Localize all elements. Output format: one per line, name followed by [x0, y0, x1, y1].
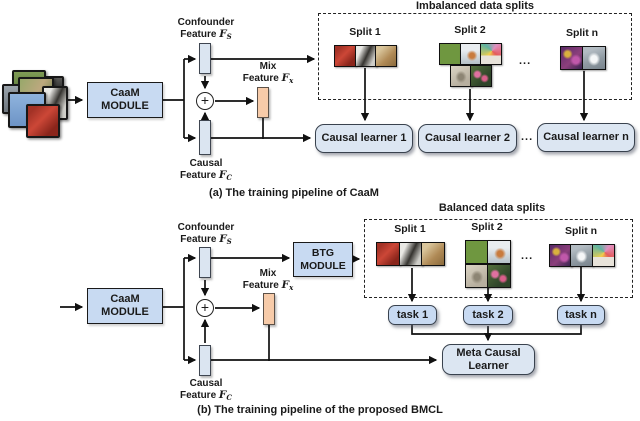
banana-photo — [439, 43, 462, 65]
math-var-fx-a: F — [281, 71, 290, 84]
pink-flowers-photo — [470, 65, 492, 87]
split-n-label-b: Split n — [564, 225, 598, 237]
balanced-splits-box — [364, 219, 633, 298]
red-bus-photo — [376, 242, 401, 266]
red-bus-photo — [334, 45, 357, 67]
confounder-feature-label-a: Confounder Feature FS — [156, 17, 256, 42]
splits-ellipsis-b: ... — [521, 250, 534, 262]
white-gull-photo — [582, 46, 606, 70]
splits-ellipsis-a: ... — [519, 55, 532, 67]
math-var-fs-b: F — [219, 232, 227, 245]
causal-learner-2-box: Causal learner 2 — [418, 124, 517, 153]
split-1-label-b: Split 1 — [394, 223, 426, 235]
banana-photo — [464, 240, 489, 264]
camel-photo — [421, 242, 446, 266]
split-2-group-a: Split 2 — [430, 23, 510, 87]
balanced-splits-title: Balanced data splits — [438, 202, 546, 214]
mix-title-a: Mix — [259, 61, 277, 72]
split-1-group-a: Split 1 — [325, 25, 405, 67]
meta-learner-line2: Learner — [468, 359, 509, 372]
causal-feature-label-b: Causal Feature FC — [156, 378, 256, 403]
beach-umbrella-photo — [591, 244, 615, 267]
plus-operator-a: + — [196, 92, 214, 110]
mix-title-b: Mix — [259, 268, 277, 279]
split-n-group-a: Split n — [542, 26, 622, 70]
imbalanced-splits-box — [318, 13, 632, 100]
robin-bird-photo — [459, 43, 482, 65]
imbalanced-splits-title: Imbalanced data splits — [416, 0, 534, 12]
bird-sketch-photo — [464, 264, 489, 288]
caam-module-a: CaaM MODULE — [87, 82, 163, 118]
caption-b: (b) The training pipeline of the propose… — [197, 404, 443, 416]
math-var-fs-a: F — [219, 27, 227, 40]
task-2-box: task 2 — [463, 305, 513, 325]
btg-module-line1: BTG — [311, 246, 335, 259]
confounder-feature-label-b: Confounder Feature FS — [156, 222, 256, 247]
robin-bird-photo — [487, 240, 511, 264]
task-1-box: task 1 — [388, 305, 437, 325]
causal-feature-bar-b — [199, 345, 211, 376]
abstract-flowers-photo — [548, 244, 572, 267]
caam-module-b-line1: CaaM — [110, 293, 140, 305]
causal-title-a: Causal — [189, 158, 223, 169]
causal-feature-bar-a — [199, 120, 211, 155]
split-1-group-b: Split 1 — [370, 222, 450, 266]
split-2-label-b: Split 2 — [471, 221, 503, 233]
btg-module: BTG MODULE — [293, 242, 353, 277]
caption-a: (a) The training pipeline of CaaM — [209, 187, 379, 199]
caam-module-a-line2: MODULE — [101, 100, 149, 112]
causal-learner-1-box: Causal learner 1 — [315, 124, 413, 153]
caam-module-b-line2: MODULE — [101, 306, 149, 318]
confounder-title-a: Confounder — [177, 17, 235, 28]
causal-title-b: Causal — [189, 378, 223, 389]
mix-feature-label-a: Mix Feature Fx — [228, 61, 308, 86]
task-n-box: task n — [557, 305, 605, 325]
causal-feature-label-a: Causal Feature FC — [156, 158, 256, 183]
confounder-feature-bar-a — [199, 43, 211, 74]
split-n-group-b: Split n — [541, 224, 621, 267]
split-2-group-b: Split 2 — [447, 220, 527, 288]
mix-feature-bar-b — [263, 293, 275, 325]
confounder-title-b: Confounder — [177, 222, 235, 233]
bird-sketch-photo — [449, 65, 472, 87]
beach-umbrella-photo — [480, 43, 503, 65]
causal-learner-n-box: Causal learner n — [537, 123, 635, 152]
split-1-label-a: Split 1 — [349, 26, 381, 38]
btg-module-line2: MODULE — [300, 259, 346, 272]
math-var-fc-b: F — [218, 388, 227, 401]
white-gull-photo — [570, 244, 594, 267]
mix-feature-bar-a — [257, 87, 269, 118]
red-bus-photo — [26, 104, 60, 138]
confounder-feature-bar-b — [199, 247, 211, 278]
math-var-fc-a: F — [218, 168, 227, 181]
meta-causal-learner-box: Meta Causal Learner — [442, 344, 535, 375]
split-2-label-a: Split 2 — [454, 24, 486, 36]
pink-flowers-photo — [487, 264, 511, 288]
meta-learner-line1: Meta Causal — [456, 346, 521, 359]
camel-photo — [375, 45, 398, 67]
learners-ellipsis: ... — [521, 131, 534, 143]
math-var-fx-b: F — [281, 278, 290, 291]
mix-feature-label-b: Mix Feature Fx — [228, 268, 308, 293]
split-n-label-a: Split n — [565, 27, 599, 39]
abstract-flowers-photo — [559, 46, 584, 70]
black-white-cat-photo — [398, 242, 423, 266]
caam-module-a-line1: CaaM — [110, 87, 140, 99]
caam-module-b: CaaM MODULE — [87, 288, 163, 324]
plus-operator-b: + — [196, 299, 214, 317]
black-white-cat-photo — [354, 45, 377, 67]
